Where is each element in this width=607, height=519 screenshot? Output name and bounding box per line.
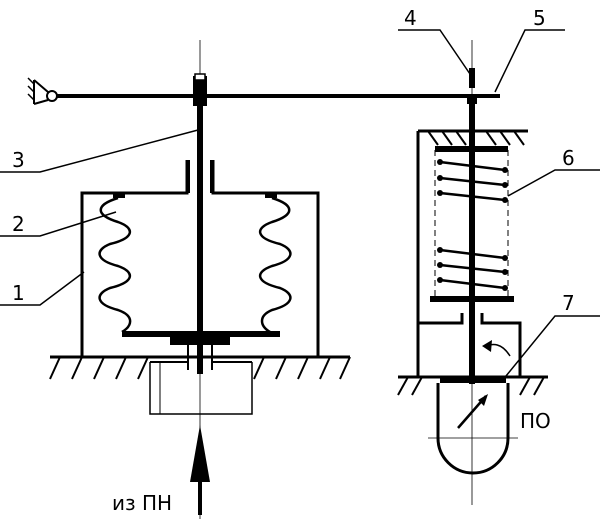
valve-chamber <box>418 313 522 377</box>
label-5: 5 <box>533 6 546 30</box>
lever-pivot <box>27 77 58 105</box>
label-1: 1 <box>12 281 25 305</box>
floor-hatching-right <box>397 376 545 396</box>
bellows-rod <box>197 104 203 374</box>
label-4: 4 <box>404 6 417 30</box>
valve-disk <box>440 377 506 383</box>
outlet-label: ПО <box>520 409 551 433</box>
valve-stem <box>469 104 475 384</box>
spring <box>439 160 506 290</box>
spring-top-plate <box>435 146 508 152</box>
outlet-chamber <box>436 383 510 475</box>
inlet-channel <box>149 345 253 415</box>
lever-coupling <box>193 76 207 106</box>
bellows-plate <box>122 331 280 337</box>
spring-bottom-plate <box>430 296 514 302</box>
ceiling-hatching <box>427 130 525 146</box>
label-2: 2 <box>12 212 25 236</box>
bellows-left <box>98 196 132 334</box>
spring-housing <box>416 131 509 377</box>
floor-hatching-left <box>49 356 351 380</box>
lever-pin <box>469 68 475 88</box>
inlet-arrow <box>190 425 210 482</box>
label-6: 6 <box>562 146 575 170</box>
leader-lines <box>0 29 600 377</box>
bellows-right <box>259 196 292 334</box>
label-7: 7 <box>562 291 575 315</box>
inlet-label: из ПН <box>112 491 172 515</box>
label-3: 3 <box>12 148 25 172</box>
